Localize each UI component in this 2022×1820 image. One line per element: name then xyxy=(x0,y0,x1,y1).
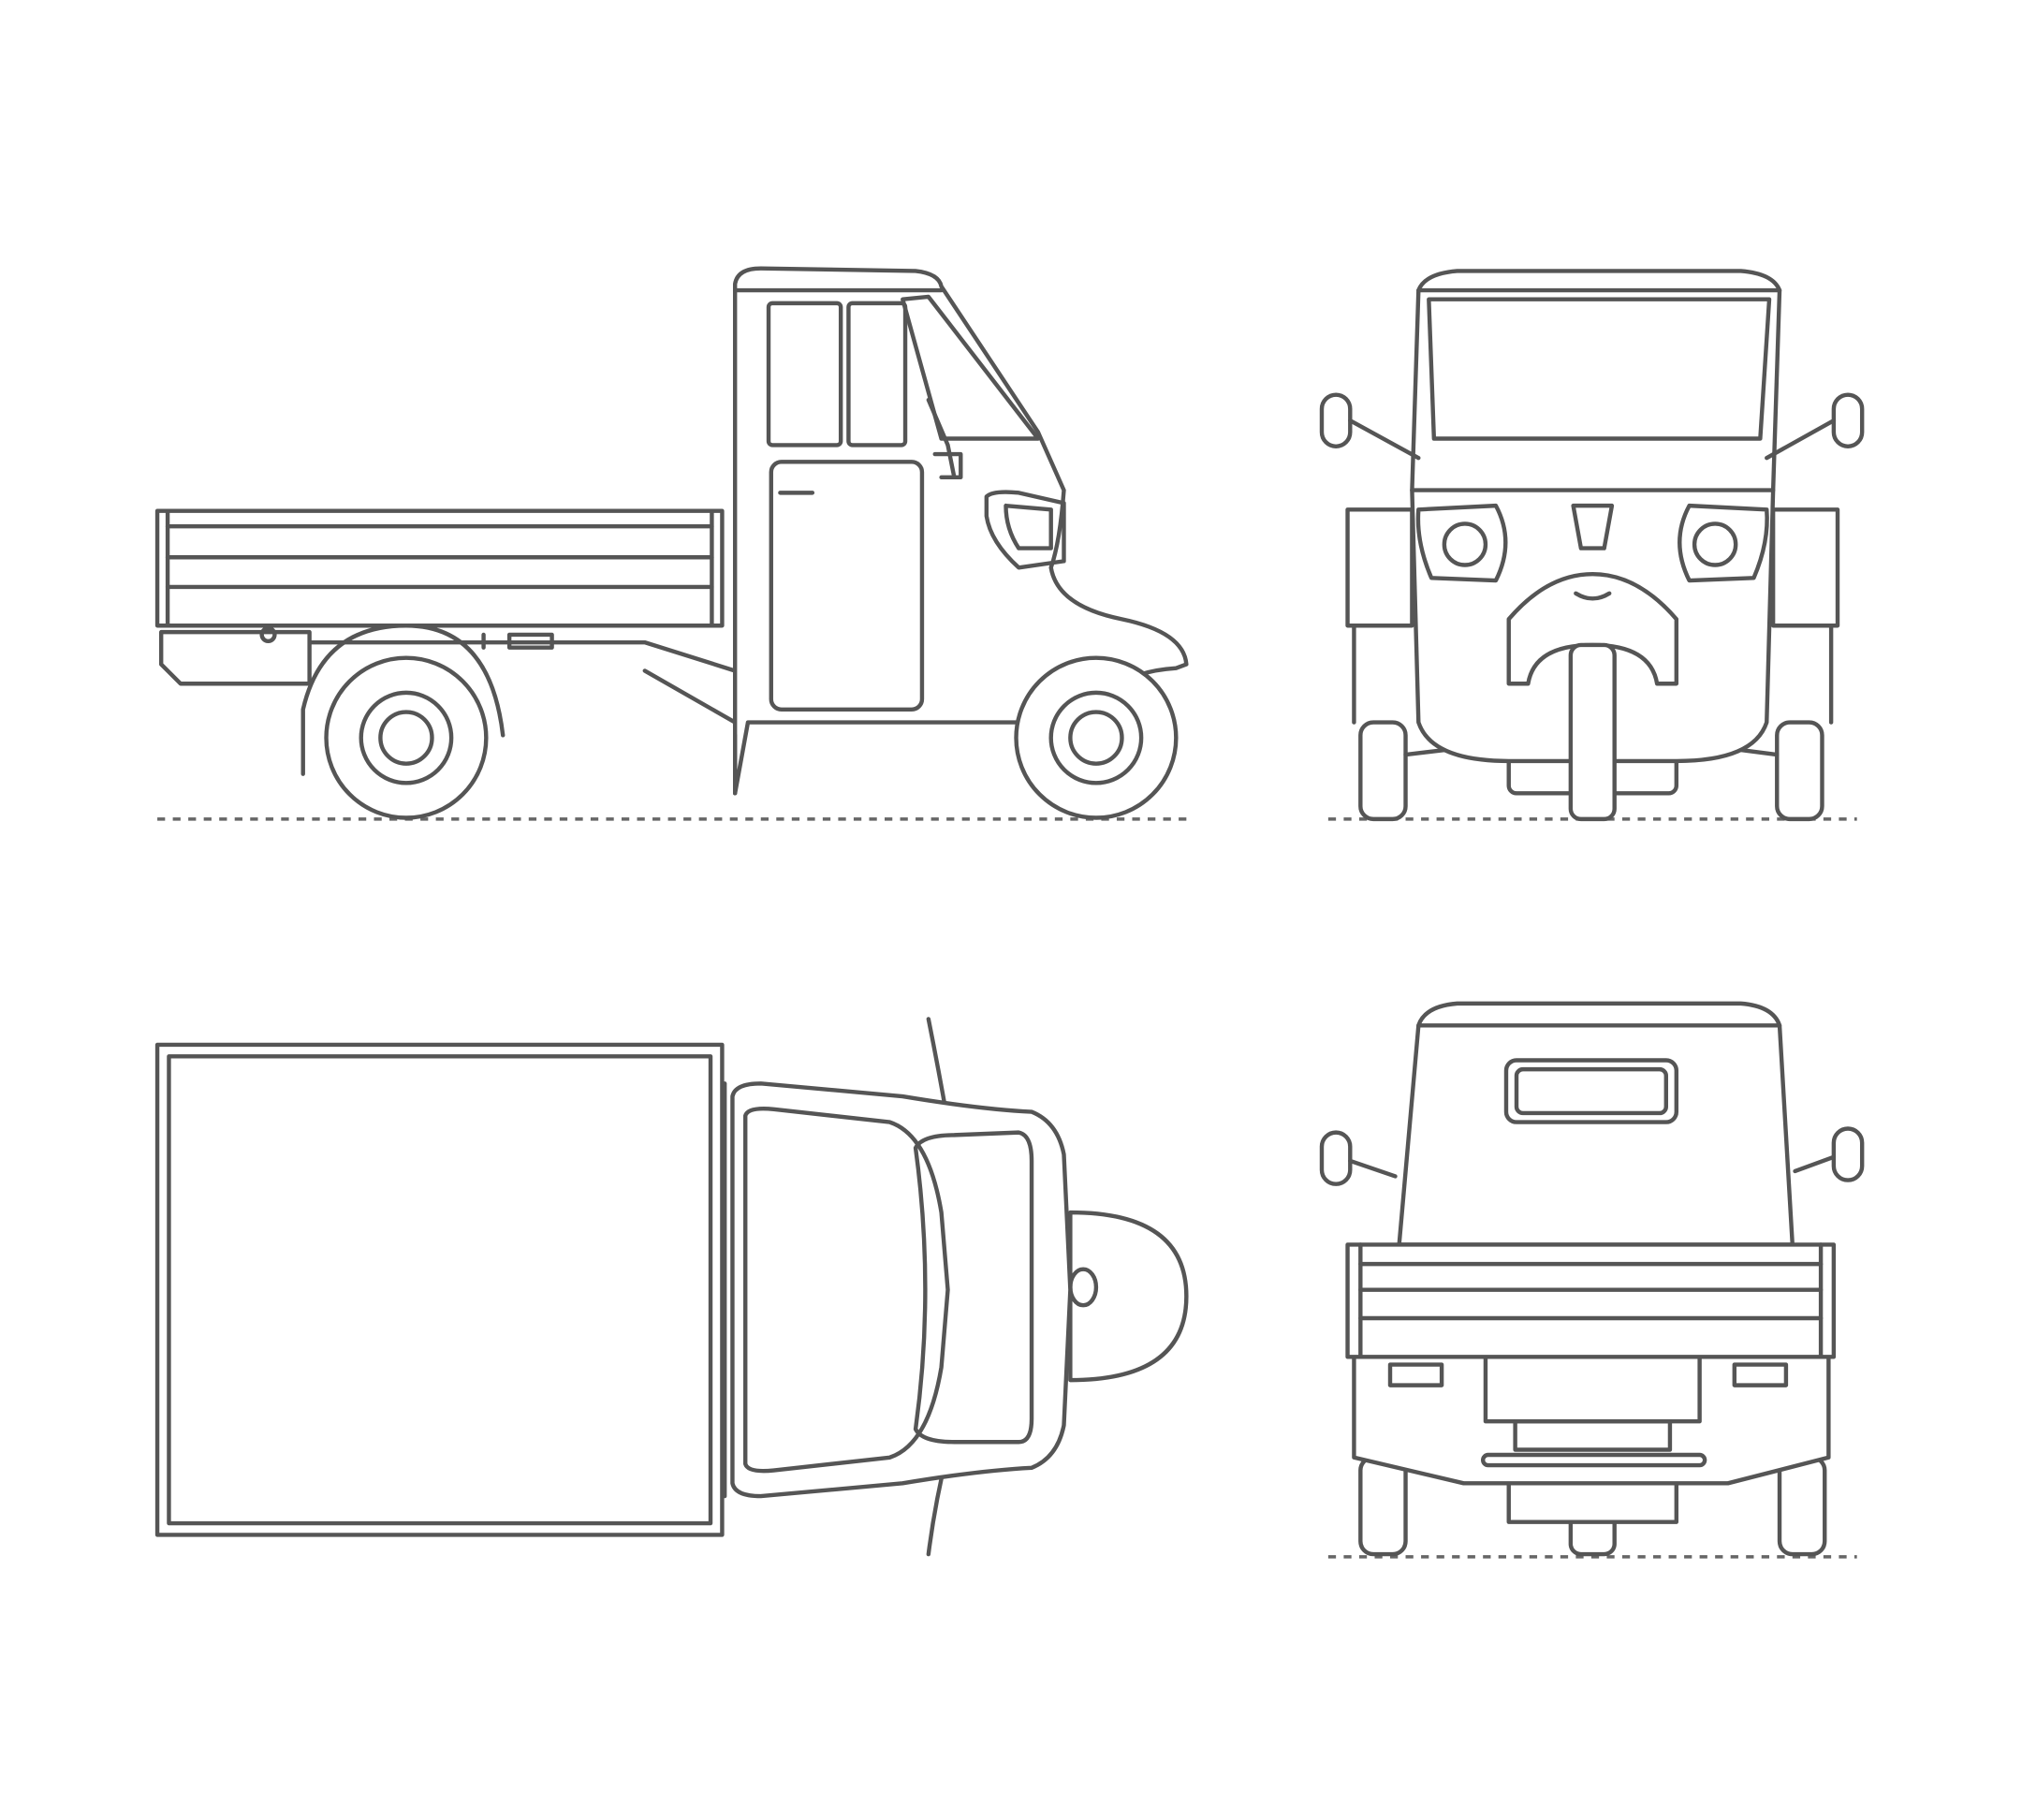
rear-wheel xyxy=(324,655,489,820)
cargo-bed xyxy=(154,508,725,628)
rear-fender xyxy=(300,624,506,776)
nose xyxy=(1068,1210,1189,1383)
mirror-right-rear xyxy=(1793,1126,1865,1182)
rear-window xyxy=(1503,1058,1679,1124)
tailgate xyxy=(1345,1242,1837,1359)
cargo-bed-top xyxy=(154,1042,725,1537)
cab-front xyxy=(1410,269,1782,764)
front-fender xyxy=(1506,571,1679,686)
top-view xyxy=(154,1017,1189,1557)
headlight-left xyxy=(1415,503,1508,583)
rear-view xyxy=(1319,1001,1865,1559)
chassis xyxy=(158,629,738,725)
front-view xyxy=(1319,269,1865,822)
cab-roof xyxy=(730,1081,1073,1499)
mirror-right xyxy=(1765,392,1865,461)
side-view xyxy=(154,266,1194,821)
mirror-left-rear xyxy=(1319,1130,1398,1186)
headlight-right xyxy=(1678,503,1769,583)
front-wheel xyxy=(1014,655,1179,820)
mirror-left xyxy=(1319,392,1421,461)
